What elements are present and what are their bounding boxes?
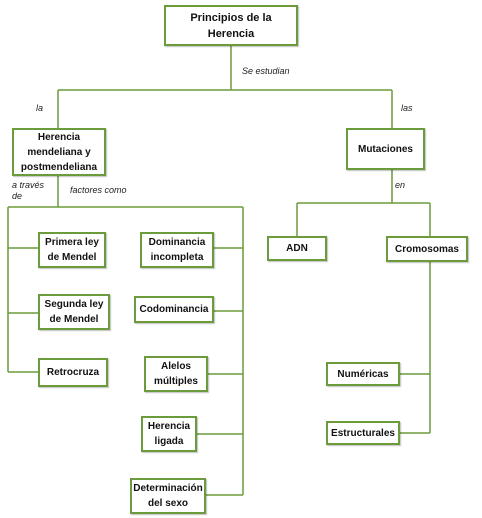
node-segunda-ley-label: Segunda ley de Mendel (44, 299, 104, 325)
node-principios-herencia-label: Principios de la Herencia (190, 11, 272, 40)
node-codominancia: Codominancia (134, 296, 214, 323)
node-primera-ley-label: Primera ley de Mendel (45, 237, 99, 263)
node-numericas: Numéricas (326, 362, 400, 386)
label-las: las (401, 103, 413, 113)
node-mutaciones-label: Mutaciones (357, 143, 413, 155)
label-factores-como: factores como (70, 185, 127, 195)
node-retrocruza: Retrocruza (38, 358, 108, 387)
label-en: en (395, 180, 406, 190)
node-estructurales: Estructurales (326, 421, 400, 445)
label-a-traves-de: a través de (12, 180, 45, 201)
node-numericas-label: Numéricas (337, 368, 389, 380)
node-cromosomas: Cromosomas (386, 236, 468, 262)
node-herencia-mendeliana: Herencia mendeliana y postmendeliana (12, 128, 106, 176)
node-alelos-multiples: Alelos múltiples (144, 356, 208, 392)
node-cromosomas-label: Cromosomas (395, 243, 459, 255)
node-determinacion-sexo: Determinación del sexo (130, 478, 206, 514)
node-adn: ADN (267, 236, 327, 261)
node-principios-herencia: Principios de la Herencia (164, 5, 298, 46)
label-la: la (36, 103, 44, 113)
node-dominancia-incompleta: Dominancia incompleta (140, 232, 214, 268)
node-herencia-ligada-label: Herencia ligada (147, 421, 191, 447)
node-alelos-multiples-label: Alelos múltiples (154, 361, 198, 387)
node-estructurales-label: Estructurales (331, 427, 395, 439)
node-herencia-mendeliana-label: Herencia mendeliana y postmendeliana (20, 131, 98, 173)
node-dominancia-incompleta-label: Dominancia incompleta (148, 237, 206, 263)
node-determinacion-sexo-label: Determinación del sexo (133, 483, 203, 509)
node-codominancia-label: Codominancia (139, 304, 209, 315)
node-mutaciones: Mutaciones (346, 128, 425, 170)
node-herencia-ligada: Herencia ligada (141, 416, 197, 452)
node-adn-label: ADN (286, 243, 308, 254)
node-segunda-ley: Segunda ley de Mendel (38, 294, 110, 330)
node-retrocruza-label: Retrocruza (46, 367, 100, 378)
label-se-estudian: Se estudian (242, 66, 290, 76)
node-primera-ley: Primera ley de Mendel (38, 232, 106, 268)
